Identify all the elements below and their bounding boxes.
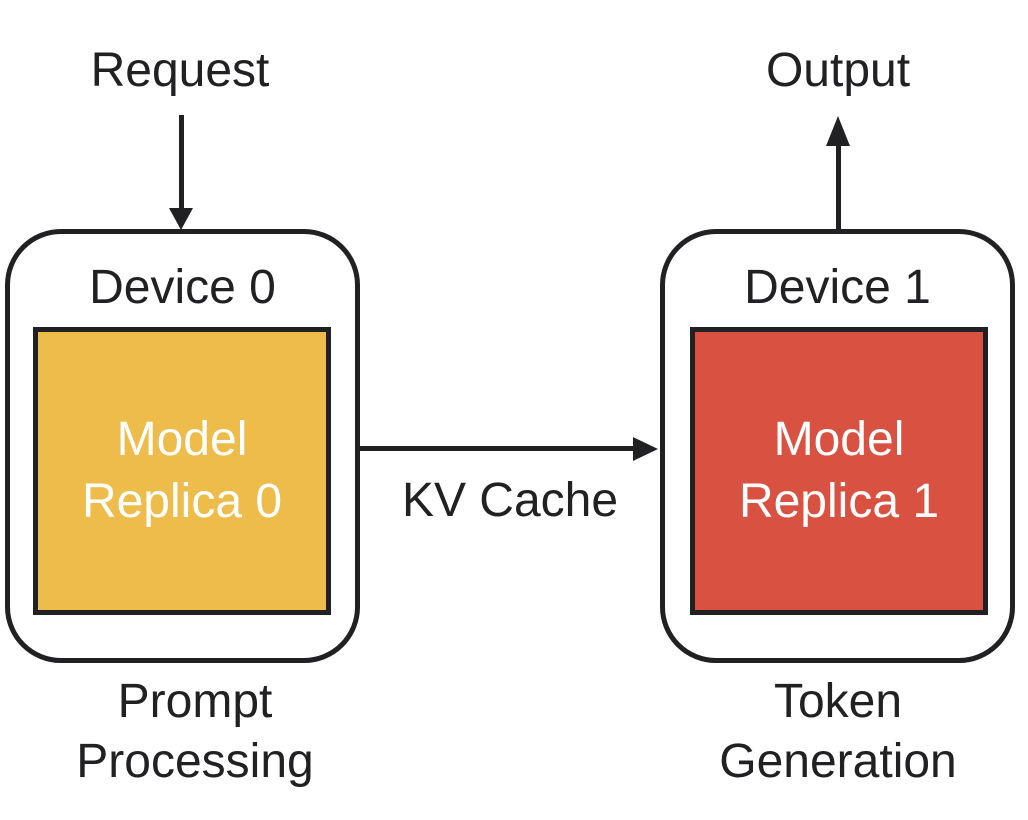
- model-replica1-box: Model Replica 1: [690, 327, 988, 615]
- kv-cache-arrowhead-icon: [633, 437, 658, 461]
- model-replica0-label: Model Replica 0: [81, 413, 283, 528]
- output-arrowhead-icon: [826, 116, 850, 146]
- token-generation-caption: Token Generation: [719, 675, 957, 788]
- output-label: Output: [765, 44, 911, 97]
- model-replica1-label: Model Replica 1: [738, 413, 940, 528]
- model-replica0-box: Model Replica 0: [33, 327, 331, 615]
- request-arrow-shaft: [179, 115, 184, 210]
- kv-cache-label: KV Cache: [401, 474, 619, 527]
- device0-title: Device 0: [89, 261, 276, 314]
- output-arrow-shaft: [836, 144, 841, 230]
- device1-title: Device 1: [744, 261, 931, 314]
- request-arrowhead-icon: [169, 208, 193, 230]
- kv-cache-arrow-shaft: [360, 446, 635, 451]
- prompt-processing-caption: Prompt Processing: [76, 675, 314, 788]
- request-label: Request: [90, 44, 270, 97]
